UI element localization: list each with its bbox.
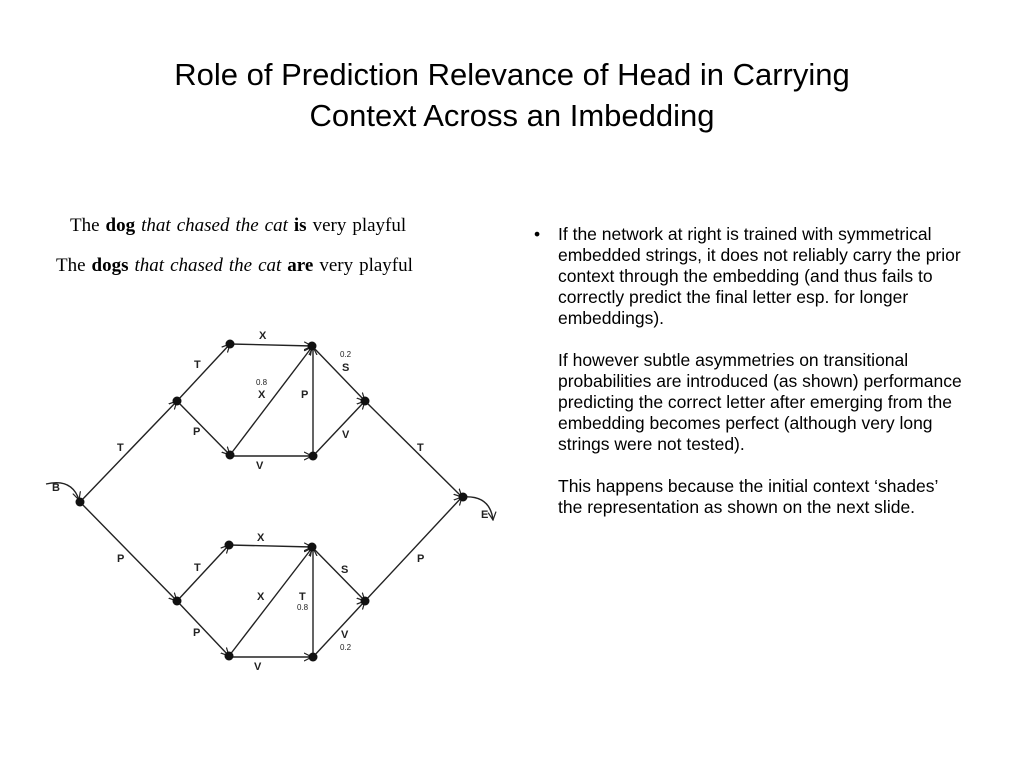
label-lower-S: S [341,564,348,576]
sentence-word: cat [258,255,282,276]
bullet-item: This happens because the initial context… [534,476,964,518]
edge-lower-S [311,546,365,601]
label-top-T: T [117,442,124,454]
prob-upper-S: 0.2 [340,350,352,359]
edge-lower-P [176,600,229,656]
label-out-T: T [417,442,424,454]
bullet-item: If however subtle asymmetries on transit… [534,350,964,455]
node-lower-bot-left [224,651,234,661]
sentence-verb: are [287,255,314,276]
label-upper-P: P [193,426,200,438]
sentence-word: very [319,255,354,276]
sentence-word: playful [352,215,407,236]
edge-out-T [364,400,462,497]
label-E: E [481,509,488,521]
edge-lower-T [176,545,229,602]
edge-upper-S [311,345,365,401]
label-lower-P-vert: T [299,591,306,603]
node-lower-top-right [307,542,317,552]
edge-upper-P [176,400,230,455]
bullet-marker: • [534,224,541,244]
sentence-word: chased [176,215,230,236]
title-line-2: Context Across an Imbedding [309,98,715,133]
sentence-word: cat [264,215,288,236]
explanation-bullets: • If the network at right is trained wit… [534,224,964,539]
sentence-word: that [141,215,171,236]
label-lower-T: T [194,562,201,574]
bullet-text: This happens because the initial context… [558,476,938,517]
sentence-word: The [70,215,100,236]
node-start [75,497,85,507]
edge-lower-V [312,601,365,658]
label-B: B [52,482,60,494]
sentence-word: the [228,255,253,276]
sentence-word: The [56,255,86,276]
edge-out-P [364,497,462,602]
sentence-word: playful [359,255,413,276]
edge-E [462,496,493,520]
label-upper-P-vert: P [301,389,308,401]
edge-lower-X [228,545,312,547]
label-upper-T: T [194,359,201,371]
edge-upper-T [176,344,230,402]
node-lower-entry [172,596,182,606]
label-out-P: P [417,553,424,565]
sentence-word: that [134,255,165,276]
slide-title: Role of Prediction Relevance of Head in … [0,54,1024,136]
prob-lower-V: 0.2 [340,643,352,652]
label-lower-cross-X: X [257,591,265,603]
node-upper-top-right [307,341,317,351]
label-upper-X: X [259,330,267,342]
bullet-text: If however subtle asymmetries on transit… [558,350,962,454]
edge-top-T [79,401,177,503]
edge-B [45,482,79,500]
prob-upper-X: 0.8 [256,378,268,387]
label-upper-cross-X: X [258,389,266,401]
edge-upper-cross-X [229,347,312,456]
label-lower-P: P [193,627,200,639]
sentence-head-noun: dog [105,215,136,236]
node-upper-bot-left [225,450,235,460]
sentence-word: the [235,215,259,236]
bullet-text: If the network at right is trained with … [558,224,961,328]
node-lower-exit [360,596,370,606]
node-upper-exit [360,396,370,406]
node-upper-entry [172,396,182,406]
prob-lower-P: 0.8 [297,603,309,612]
sentence-head-noun: dogs [91,255,129,276]
bullet-item: • If the network at right is trained wit… [534,224,964,329]
sentence-word: very [312,215,347,236]
label-bot-P: P [117,553,124,565]
edge-upper-X [229,344,312,346]
edge-upper-V [312,401,365,457]
label-upper-S: S [342,362,349,374]
node-end [458,492,468,502]
edge-bot-P [79,501,177,601]
node-lower-top-left [224,540,234,550]
sentence-verb: is [293,215,307,236]
label-lower-bot-V: V [254,661,262,673]
sentence-word: chased [170,255,223,276]
label-upper-V: V [342,429,350,441]
label-lower-X: X [257,532,265,544]
node-upper-top-left [225,339,235,349]
label-upper-bot-V: V [256,460,264,472]
title-line-1: Role of Prediction Relevance of Head in … [174,57,850,92]
label-lower-V: V [341,629,349,641]
node-lower-bot-right [308,652,318,662]
node-upper-bot-right [308,451,318,461]
edge-lower-cross-X [228,548,312,657]
